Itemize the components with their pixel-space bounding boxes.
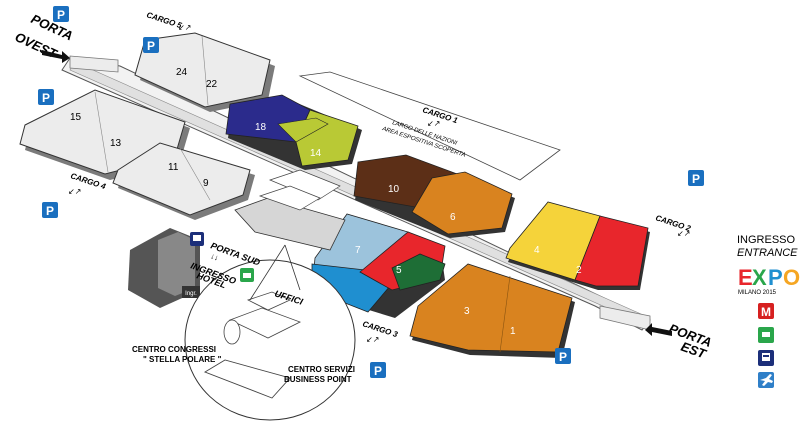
cargo-2-arrows-icon: ↙↗ — [677, 229, 690, 238]
pavilion-6-label: 6 — [450, 212, 456, 223]
svg-text:P: P — [147, 39, 155, 53]
pavilion-1-3[interactable] — [409, 263, 575, 358]
largo-delle-nazioni-area[interactable] — [298, 71, 561, 181]
gate-west-arrow-icon — [42, 50, 70, 63]
pavilion-numbers: 24 22 15 13 11 9 18 14 10 6 7 5 4 2 3 1 — [70, 67, 582, 337]
gate-south-arrows-icon: ↓↓ — [209, 251, 220, 262]
pavilion-13-label: 13 — [110, 138, 122, 149]
pavilion-10-label: 10 — [388, 184, 400, 195]
gate-east-arrow-icon — [645, 323, 672, 336]
hotel-badge — [182, 286, 200, 298]
centro-servizi-line2: BUSINESS POINT — [284, 375, 352, 384]
pavilion-18-label: 18 — [255, 122, 267, 133]
pavilion-1-label: 1 — [510, 326, 516, 337]
parking-icon[interactable]: P — [688, 170, 704, 186]
pavilion-22-24[interactable] — [134, 32, 275, 112]
expo-letter-o: O — [783, 265, 800, 290]
expo-letter-e: E — [738, 265, 753, 290]
pavilion-14-18[interactable] — [225, 94, 362, 170]
pavilion-3-label: 3 — [464, 306, 470, 317]
pavilion-5-label: 5 — [396, 265, 402, 276]
pavilion-2-label: 2 — [576, 265, 582, 276]
parking-icon[interactable]: P — [370, 362, 386, 378]
cargo-1-arrows-icon: ↙↗ — [427, 119, 440, 128]
legend-ingresso: INGRESSO — [737, 234, 796, 246]
svg-text:P: P — [57, 8, 65, 22]
cargo-3-arrows-icon: ↙↗ — [366, 335, 379, 344]
legend-entrance: ENTRANCE — [737, 247, 798, 259]
gate-south[interactable]: PORTA SUD ↓↓ — [209, 240, 262, 267]
pavilion-9-label: 9 — [203, 178, 209, 189]
svg-text:P: P — [559, 350, 567, 364]
airplane-icon — [758, 372, 774, 388]
svg-text:P: P — [374, 364, 382, 378]
pavilion-14-label: 14 — [310, 148, 322, 159]
cargo-5-arrows-icon: ↙↗ — [178, 23, 191, 32]
pavilion-9-11[interactable] — [112, 142, 255, 220]
cargo-4-arrows-icon: ↙↗ — [68, 187, 81, 196]
uffici-zone[interactable] — [184, 244, 356, 421]
parking-icon[interactable]: P — [555, 348, 571, 364]
pavilion-22-label: 22 — [206, 79, 218, 90]
legend: INGRESSO ENTRANCE E X P O MILANO 2015 M — [737, 234, 800, 388]
metro-icon: M — [758, 303, 774, 319]
pavilion-24-label: 24 — [176, 67, 188, 78]
parking-icon[interactable]: P — [143, 37, 159, 53]
expo-subtitle: MILANO 2015 — [738, 290, 777, 296]
centro-servizi-line1: CENTRO SERVIZI — [288, 365, 355, 374]
expo-letter-x: X — [752, 265, 767, 290]
bus-icon — [758, 350, 774, 366]
pavilion-7-label: 7 — [355, 245, 361, 256]
hotel-badge-label: Ingr. — [185, 291, 197, 297]
svg-text:M: M — [761, 305, 771, 319]
service-buildings — [234, 169, 346, 251]
pavilion-4-label: 4 — [534, 245, 540, 256]
pavilion-11-label: 11 — [168, 162, 179, 173]
svg-text:P: P — [692, 172, 700, 186]
pavilion-2-4[interactable] — [505, 201, 650, 290]
parking-icon[interactable]: P — [38, 89, 54, 105]
pavilion-15-label: 15 — [70, 112, 82, 123]
pavilion-6-10[interactable] — [353, 154, 515, 238]
parking-signs: P P P P P P P — [38, 6, 704, 378]
taxi-icon — [758, 327, 774, 343]
gate-east[interactable]: PORTA EST — [645, 321, 714, 362]
porta-sud-bus-icon — [190, 232, 204, 246]
hotel-building[interactable]: Ingr. — [128, 228, 200, 308]
centro-congressi-line2: " STELLA POLARE " — [143, 355, 222, 364]
expo-logo: E X P O MILANO 2015 — [738, 265, 800, 296]
expo-letter-p: P — [768, 265, 783, 290]
centro-congressi-line1: CENTRO CONGRESSI — [132, 345, 216, 354]
svg-text:P: P — [46, 204, 54, 218]
parking-icon[interactable]: P — [42, 202, 58, 218]
parking-icon[interactable]: P — [53, 6, 69, 22]
svg-text:P: P — [42, 91, 50, 105]
porta-sud-taxi-icon — [240, 268, 254, 282]
